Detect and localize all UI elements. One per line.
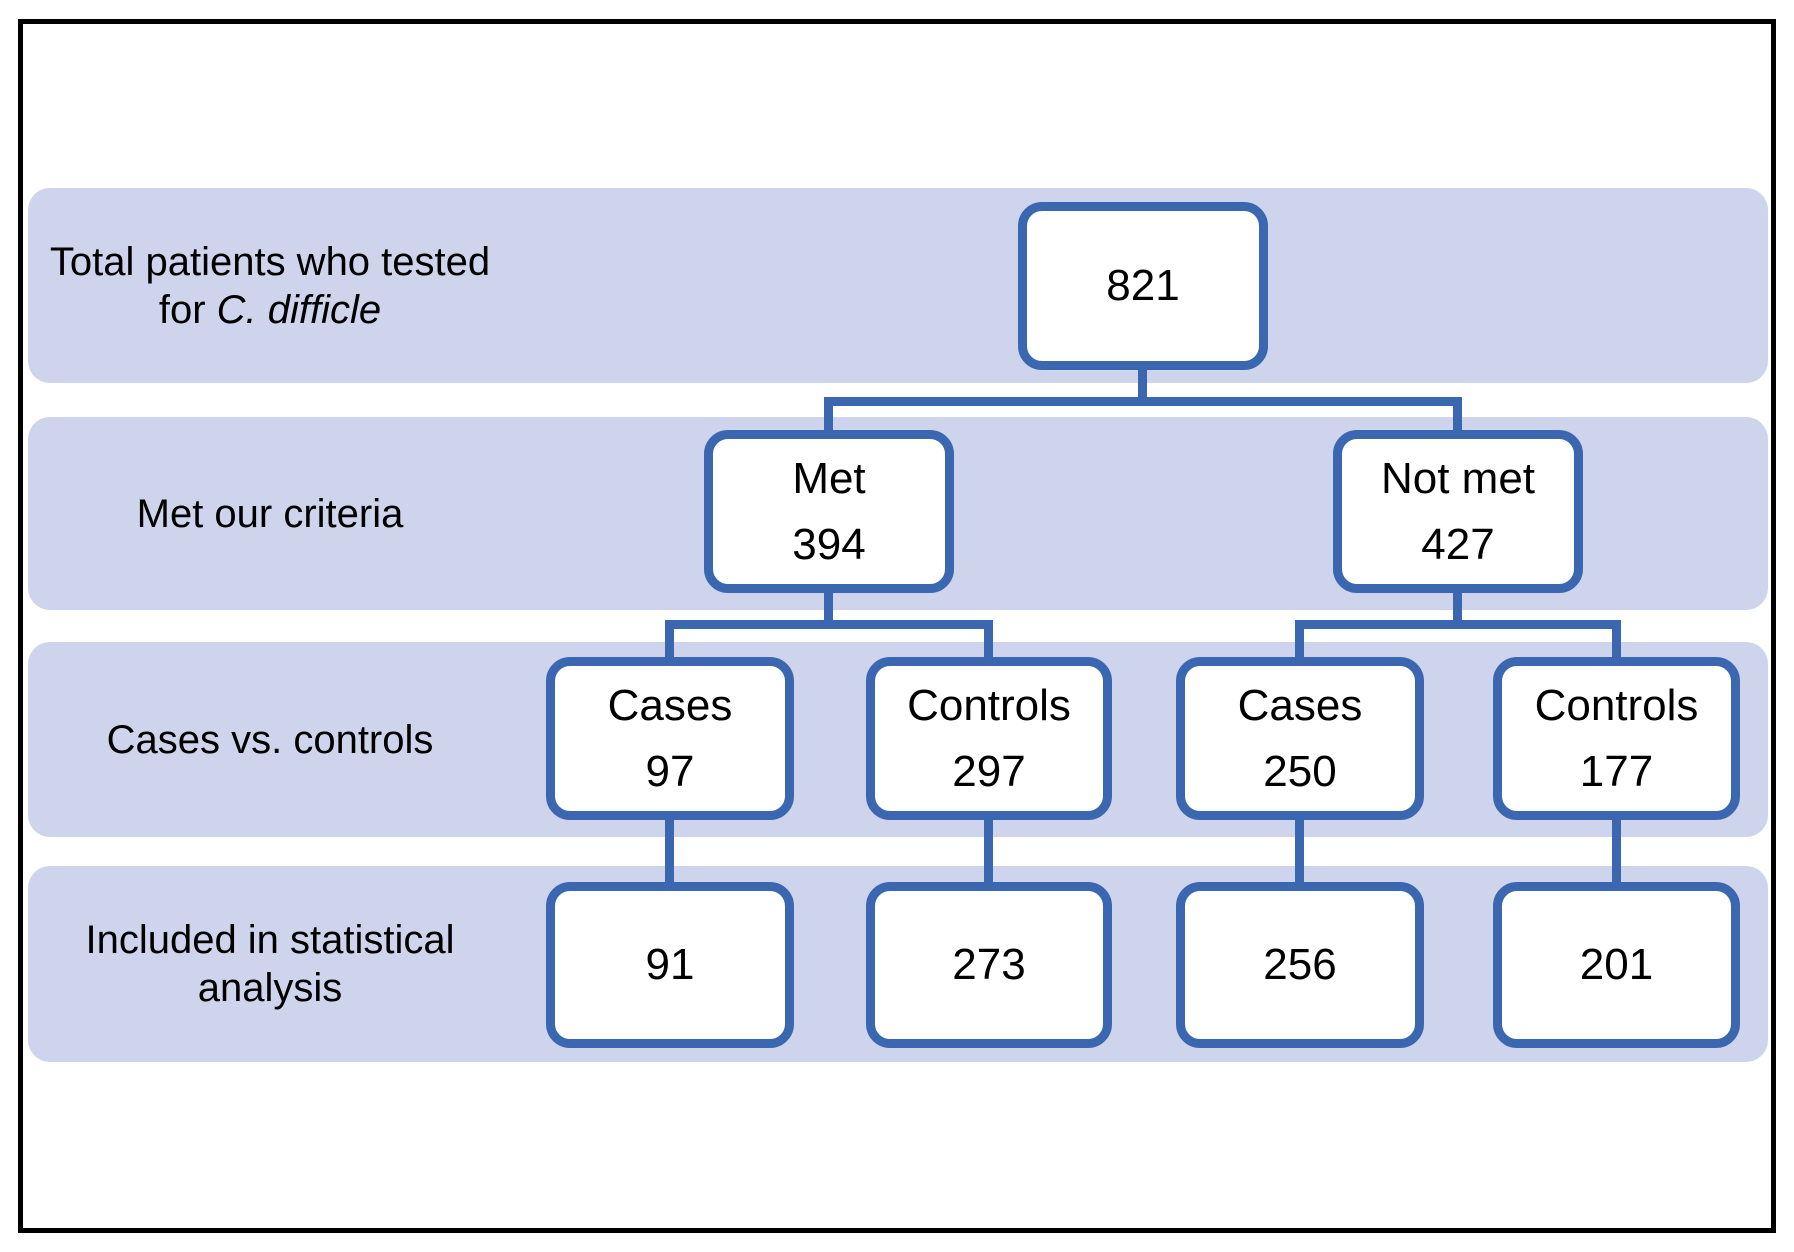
connector-bus-met <box>665 620 993 629</box>
row-label-met-criteria: Met our criteria <box>40 417 500 610</box>
node-label: Not met <box>1380 453 1536 503</box>
connector-notmet-controls-analysis <box>1612 820 1621 882</box>
node-label: Controls <box>1534 680 1699 730</box>
connector-bus-level1 <box>824 397 1462 406</box>
node-value: 91 <box>645 940 695 989</box>
connector-notmet-riser <box>1453 593 1462 620</box>
connector-drop-met <box>824 397 833 430</box>
node-value: 250 <box>1263 746 1337 796</box>
node-total-patients: 821 <box>1018 202 1268 370</box>
node-value: 427 <box>1421 519 1495 569</box>
row-label-line: Included in statistical <box>85 918 455 962</box>
connector-met-riser <box>824 593 833 620</box>
node-met: Met 394 <box>704 430 954 593</box>
node-analysis-met-cases: 91 <box>546 882 794 1048</box>
connector-drop-met-controls <box>984 620 993 657</box>
node-value: 256 <box>1263 940 1337 989</box>
node-analysis-notmet-controls: 201 <box>1493 882 1740 1048</box>
connector-drop-met-cases <box>665 620 674 657</box>
node-notmet-cases: Cases 250 <box>1176 657 1424 820</box>
connector-met-cases-analysis <box>665 820 674 882</box>
row-label-line: Met our criteria <box>136 491 404 536</box>
connector-drop-notmet <box>1453 397 1462 430</box>
connector-bus-notmet <box>1295 620 1621 629</box>
node-label: Controls <box>907 680 1071 730</box>
node-value: 201 <box>1579 940 1654 989</box>
node-label: Cases <box>607 680 733 730</box>
node-not-met: Not met 427 <box>1333 430 1583 593</box>
connector-notmet-cases-analysis <box>1295 820 1304 882</box>
connector-drop-notmet-cases <box>1295 620 1304 657</box>
node-value: 297 <box>952 746 1026 796</box>
figure-border <box>18 19 1776 1233</box>
band-total-tested <box>28 188 1768 383</box>
node-analysis-met-controls: 273 <box>866 882 1112 1048</box>
node-value: 273 <box>952 940 1026 989</box>
row-label-cases-vs-controls: Cases vs. controls <box>40 642 500 837</box>
node-value: 177 <box>1579 746 1654 796</box>
species-name-italic: C. difficle <box>216 287 382 332</box>
row-label-total-tested: Total patients who tested for C. difficl… <box>40 188 500 383</box>
node-analysis-notmet-cases: 256 <box>1176 882 1424 1048</box>
row-label-line: Total patients who tested <box>49 239 491 284</box>
node-label: Cases <box>1237 680 1363 730</box>
node-value: 97 <box>645 746 695 796</box>
node-notmet-controls: Controls 177 <box>1493 657 1740 820</box>
row-label-line: analysis <box>197 966 343 1010</box>
row-label-line: Cases vs. controls <box>106 717 434 762</box>
node-met-cases: Cases 97 <box>546 657 794 820</box>
connector-met-controls-analysis <box>984 820 993 882</box>
node-met-controls: Controls 297 <box>866 657 1112 820</box>
node-value: 394 <box>792 519 866 569</box>
row-label-statistical-analysis: Included in statistical analysis <box>40 866 500 1062</box>
row-label-line: for C. difficle <box>158 287 382 332</box>
connector-total-riser <box>1138 370 1147 397</box>
node-label: Met <box>792 453 866 503</box>
node-value: 821 <box>1106 261 1180 310</box>
connector-drop-notmet-controls <box>1612 620 1621 657</box>
